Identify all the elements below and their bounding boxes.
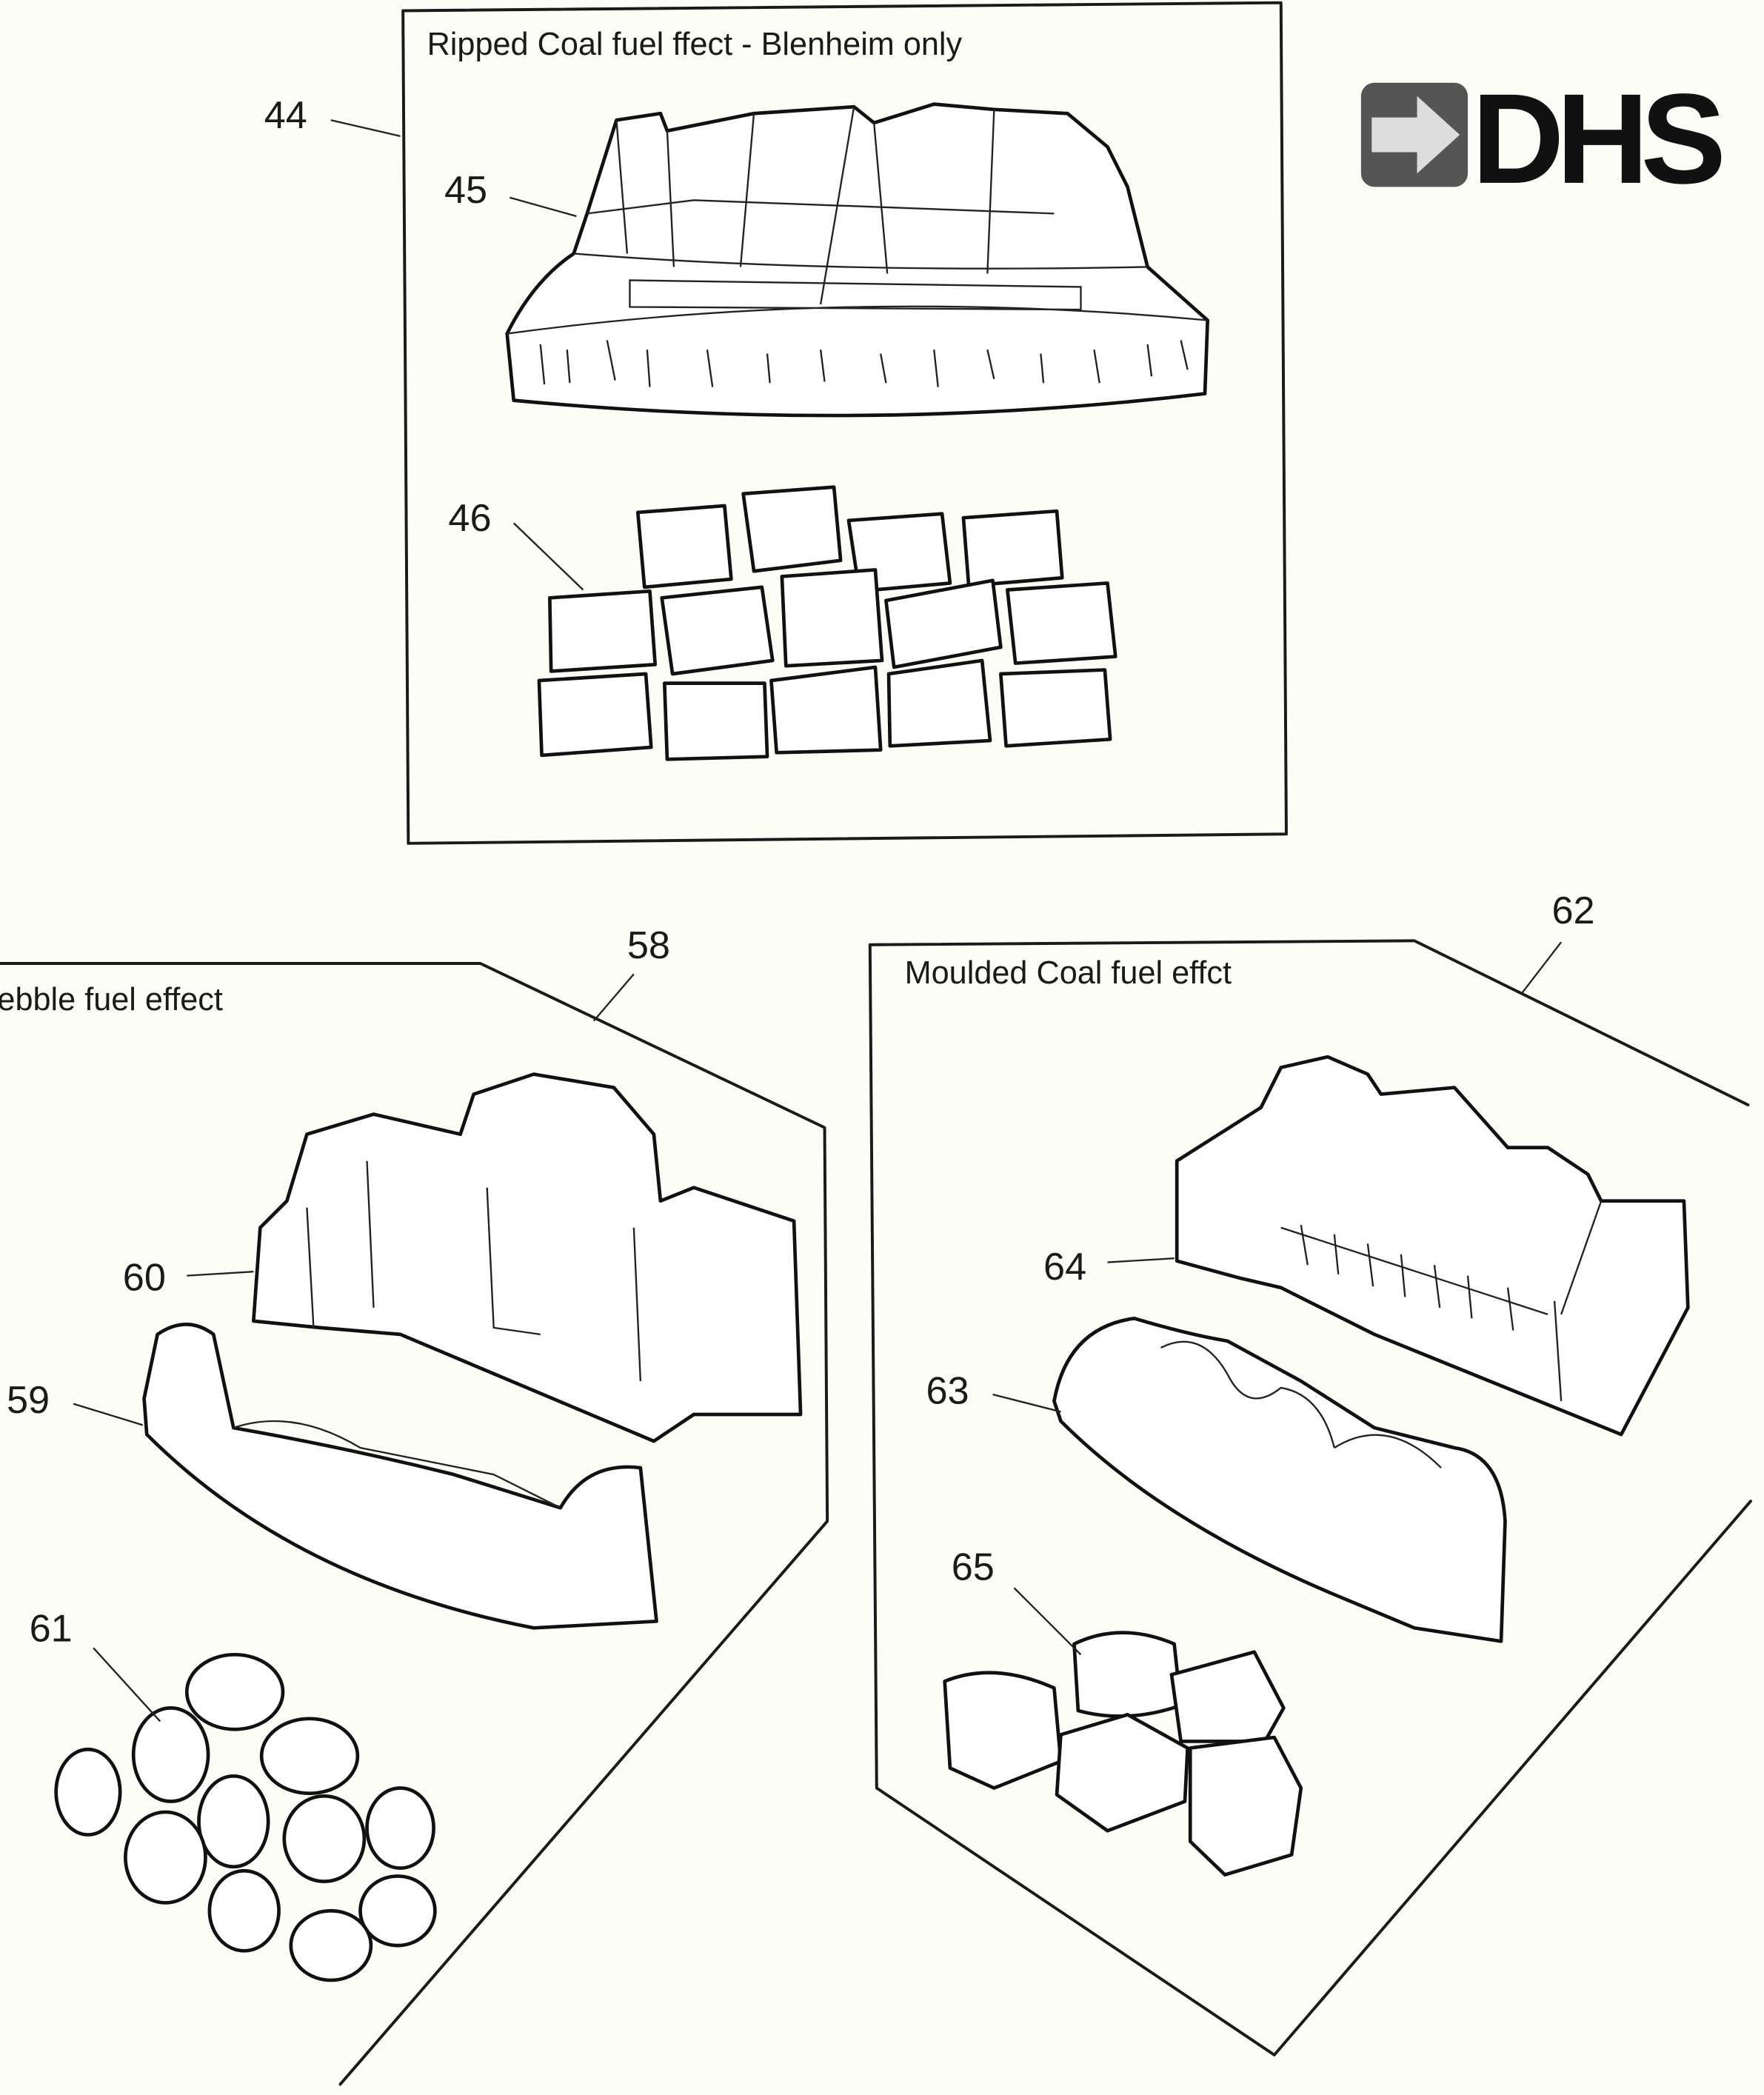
pebble-back-log bbox=[252, 1072, 803, 1443]
callout-65: 65 bbox=[952, 1546, 995, 1588]
callout-46: 46 bbox=[448, 497, 491, 540]
ripped-coal-panel: Ripped Coal fuel ffect - Blenheim only 4… bbox=[264, 1, 1288, 845]
callout-44: 44 bbox=[264, 94, 307, 137]
pebble-front-base bbox=[142, 1323, 658, 1630]
callout-60: 60 bbox=[123, 1256, 166, 1299]
callouts: 44 45 46 bbox=[264, 94, 584, 591]
callouts: 62 64 63 65 bbox=[926, 889, 1595, 1656]
callout-58: 58 bbox=[627, 924, 670, 967]
dhs-logo: DHS bbox=[1360, 67, 1729, 210]
callouts: 58 60 59 61 bbox=[7, 924, 670, 1723]
callout-59: 59 bbox=[7, 1379, 50, 1422]
pebbles bbox=[54, 1652, 437, 1982]
ripped-coal-fuel-bed bbox=[505, 102, 1209, 418]
moulded-coal-pieces bbox=[943, 1631, 1303, 1877]
pebble-panel: ebble fuel effect 58 60 59 61 bbox=[0, 924, 829, 2086]
moulded-coal-panel: Moulded Coal fuel effct 62 64 63 65 bbox=[868, 889, 1752, 2056]
callout-64: 64 bbox=[1043, 1246, 1086, 1289]
panel-title: Ripped Coal fuel ffect - Blenheim only bbox=[427, 27, 963, 62]
panel-title: ebble fuel effect bbox=[0, 982, 223, 1018]
ripped-coal-pieces bbox=[537, 485, 1117, 761]
panel-title: Moulded Coal fuel effct bbox=[905, 955, 1232, 991]
callout-62: 62 bbox=[1552, 889, 1595, 932]
moulded-back-log bbox=[1175, 1055, 1690, 1437]
logo-text: DHS bbox=[1471, 67, 1721, 210]
callout-63: 63 bbox=[926, 1370, 969, 1413]
callout-61: 61 bbox=[30, 1607, 73, 1650]
arrow-icon bbox=[1372, 96, 1460, 174]
moulded-front-base bbox=[1052, 1316, 1507, 1643]
callout-45: 45 bbox=[444, 169, 487, 212]
